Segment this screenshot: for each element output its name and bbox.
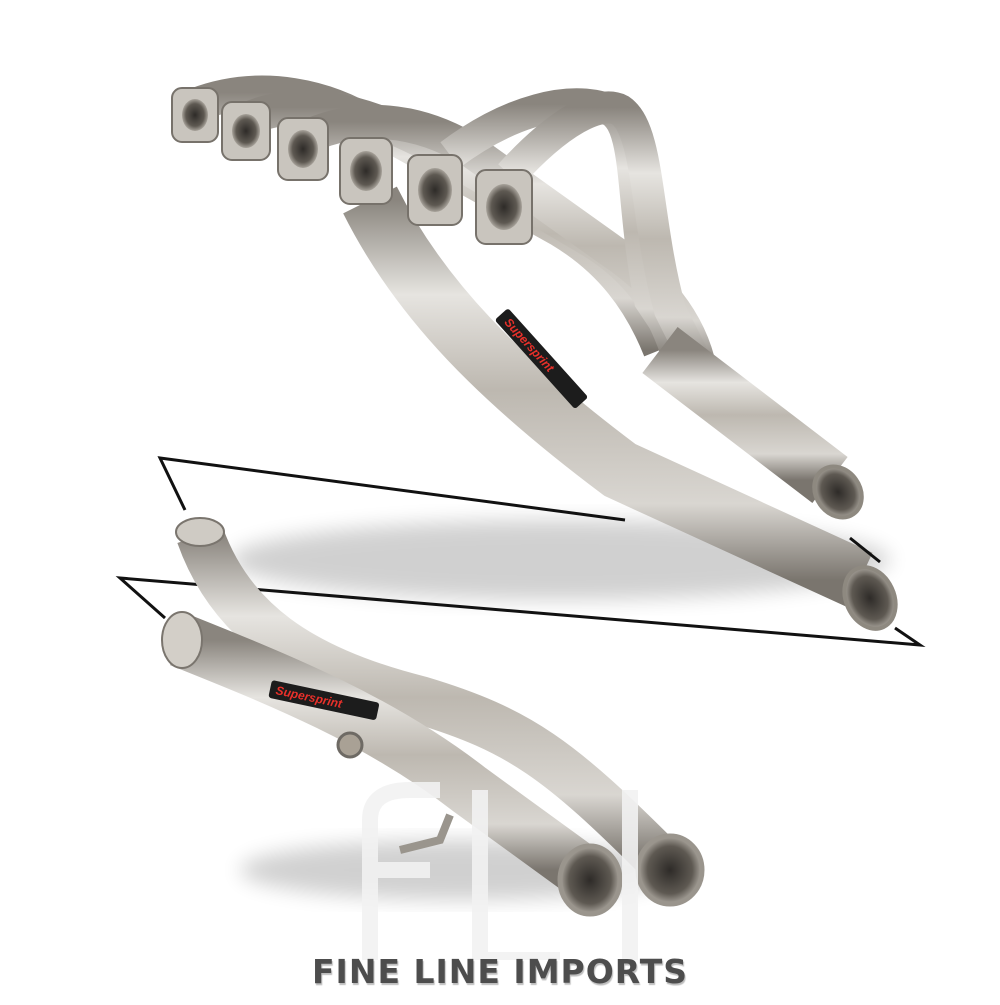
brand-caption: FINE LINE IMPORTS (312, 952, 688, 991)
fli-watermark (362, 782, 638, 960)
header-primaries (188, 75, 717, 378)
assembly-guide-lines (115, 456, 926, 647)
